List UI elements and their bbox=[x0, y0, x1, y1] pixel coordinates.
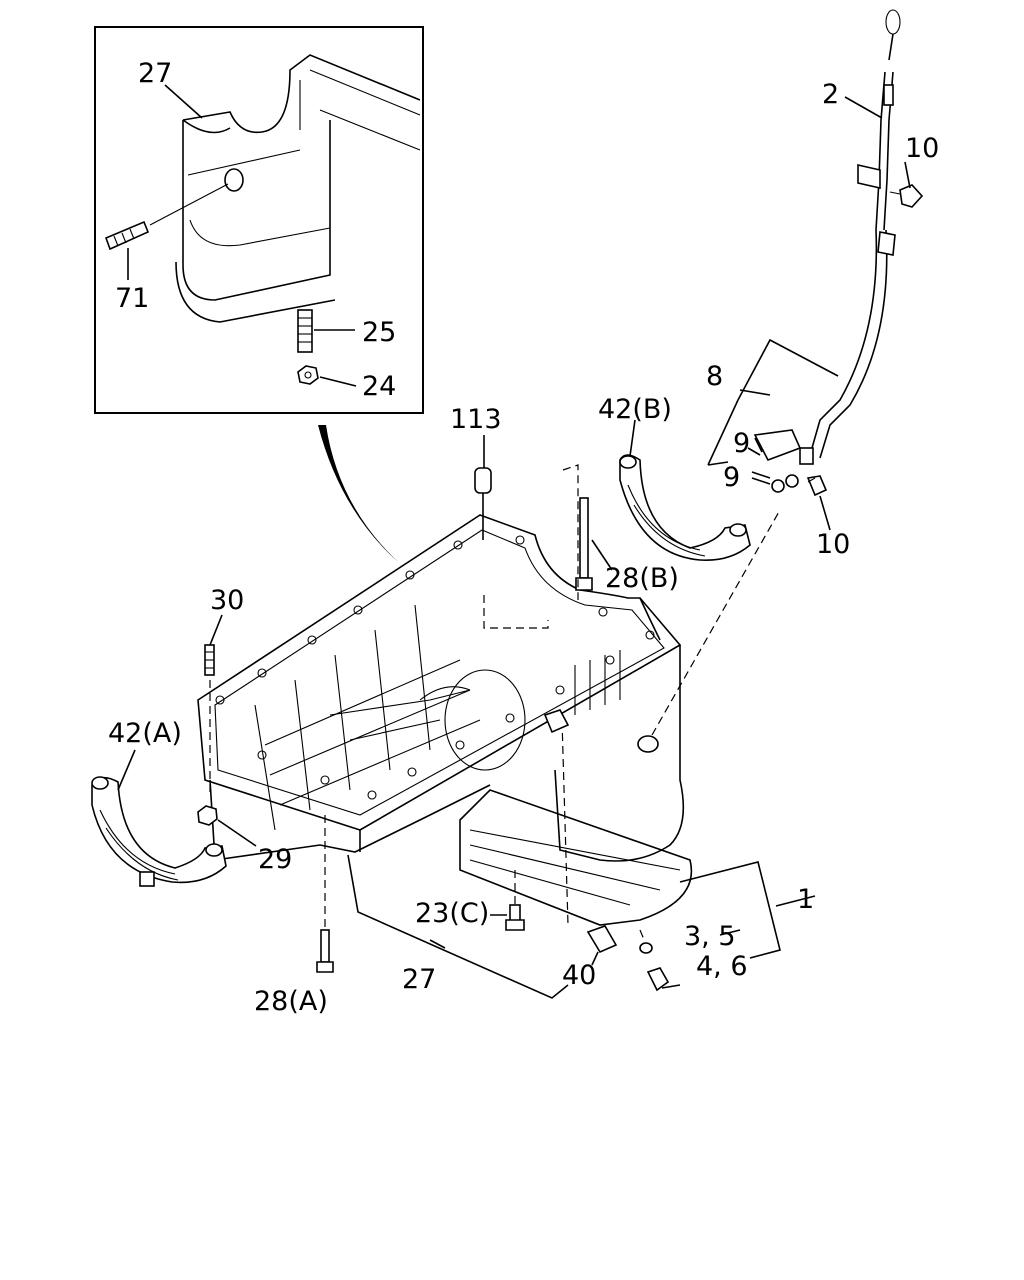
label-28b: 28(B) bbox=[605, 563, 679, 594]
label-113: 113 bbox=[450, 404, 502, 435]
plug-40 bbox=[543, 709, 618, 966]
label-42a: 42(A) bbox=[108, 718, 182, 749]
bearing-cap-42b bbox=[619, 454, 751, 562]
label-inset-24: 24 bbox=[362, 371, 396, 402]
label-3-5: 3, 5 bbox=[684, 921, 736, 952]
label-10-top: 10 bbox=[905, 133, 939, 164]
bracket-1 bbox=[679, 861, 781, 959]
label-42b: 42(B) bbox=[598, 394, 672, 425]
dowel-113 bbox=[474, 467, 492, 540]
label-28a: 28(A) bbox=[254, 986, 328, 1017]
stud-30 bbox=[204, 644, 215, 795]
label-10-mid: 10 bbox=[816, 529, 850, 560]
flange-bolt-holes bbox=[215, 535, 655, 800]
bolt-28b bbox=[483, 464, 613, 629]
label-inset-27: 27 bbox=[138, 58, 172, 89]
label-inset-71: 71 bbox=[115, 283, 149, 314]
label-30: 30 bbox=[210, 585, 244, 616]
label-27: 27 bbox=[402, 964, 436, 995]
drain-plug bbox=[639, 929, 681, 992]
inset-pointer bbox=[318, 425, 398, 562]
label-4-6: 4, 6 bbox=[696, 951, 748, 982]
label-29: 29 bbox=[258, 844, 292, 875]
bolt-28a bbox=[316, 815, 334, 973]
label-9-a: 9 bbox=[733, 428, 750, 459]
label-2: 2 bbox=[822, 79, 839, 110]
inset-detail bbox=[94, 26, 424, 414]
nut-29 bbox=[197, 805, 257, 847]
bracket-27 bbox=[347, 854, 569, 999]
label-inset-25: 25 bbox=[362, 317, 396, 348]
bearing-cap-42a bbox=[91, 776, 227, 887]
label-1: 1 bbox=[797, 884, 814, 915]
bolt-23c bbox=[505, 870, 525, 931]
label-23c: 23(C) bbox=[415, 898, 489, 929]
part-labels: 27 71 25 24 2 10 8 9 9 10 42(B) 113 28(B… bbox=[108, 58, 939, 1017]
label-40: 40 bbox=[562, 960, 596, 991]
label-8: 8 bbox=[706, 361, 723, 392]
dipstick bbox=[707, 9, 924, 531]
label-9-b: 9 bbox=[723, 462, 740, 493]
